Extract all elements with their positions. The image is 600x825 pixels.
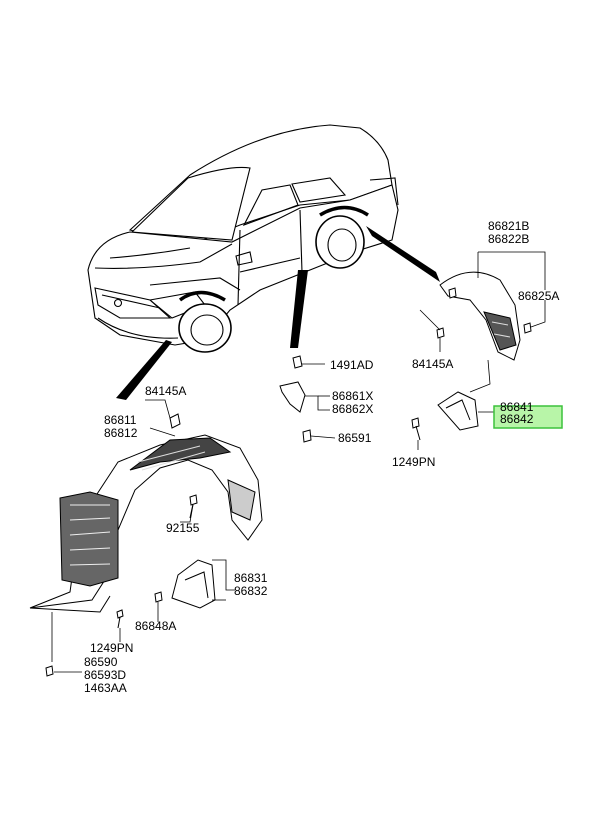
leader-arrows <box>116 226 440 400</box>
label-rear-screw: 1249PN <box>392 455 435 469</box>
label-rocker-clip: 86591 <box>338 431 372 445</box>
label-rear-liner-2: 86822B <box>488 232 529 246</box>
label-front-clip-1: 86590 <box>84 655 118 669</box>
label-rear-mudguard-1: 86841 <box>500 400 534 414</box>
rear-wheel-liner <box>439 271 521 361</box>
label-front-liner-1: 86811 <box>104 413 137 427</box>
label-front-liner-2: 86812 <box>104 426 138 440</box>
label-mudguard-front-1: 86831 <box>234 571 268 585</box>
label-front-nut-lower: 86848A <box>135 619 176 633</box>
label-front-bolt: 92155 <box>166 521 200 535</box>
label-mudguard-front-2: 86832 <box>234 584 268 598</box>
label-rear-nut-right: 86825A <box>518 289 559 303</box>
label-front-clip-2: 86593D <box>84 668 126 682</box>
label-front-nut-top: 84145A <box>145 384 186 398</box>
rear-fasteners <box>411 287 532 441</box>
rocker-bracket <box>279 355 312 443</box>
label-front-clip-3: 1463AA <box>84 681 127 695</box>
front-mudguard <box>171 559 216 609</box>
label-rear-liner-1: 86821B <box>488 219 529 233</box>
label-rocker-bracket-2: 86862X <box>332 402 373 416</box>
car-illustration <box>87 124 399 353</box>
label-front-screw: 1249PN <box>90 641 133 655</box>
label-rocker-bracket-1: 86861X <box>332 389 373 403</box>
rocker-leader-lines <box>302 363 336 439</box>
label-rear-nut-left: 84145A <box>412 357 453 371</box>
rear-leader-lines <box>417 251 546 450</box>
front-fasteners <box>45 413 198 677</box>
label-rocker-top: 1491AD <box>330 358 374 372</box>
highlight-box <box>493 405 563 429</box>
rear-mudguard <box>437 391 479 431</box>
label-rear-mudguard-2: 86842 <box>500 412 534 426</box>
front-leader-lines <box>51 399 235 673</box>
front-wheel-liner <box>29 434 263 613</box>
